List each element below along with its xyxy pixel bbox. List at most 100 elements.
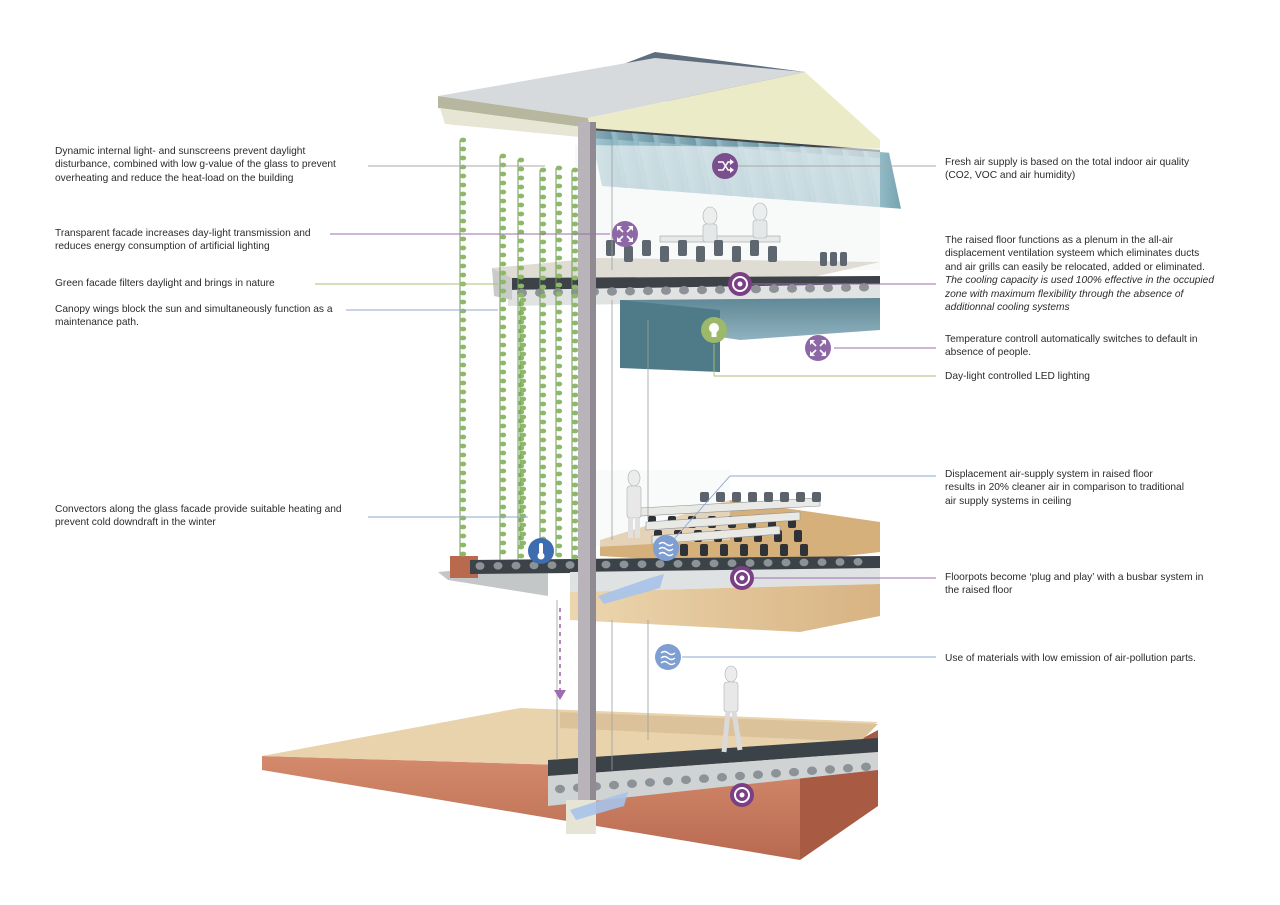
vine-leaf — [459, 542, 467, 548]
vine-leaf — [517, 490, 525, 496]
plenum-hole — [697, 285, 707, 295]
vine-leaf — [459, 479, 467, 485]
person-walking-ground — [721, 665, 743, 753]
vine-leaf — [459, 236, 467, 242]
ground-plenum-slab — [548, 752, 878, 806]
plenum-hole — [493, 561, 503, 570]
vine-leaf — [539, 482, 547, 488]
vine-leaf — [539, 239, 547, 245]
vine-leaf — [571, 365, 579, 371]
plenum-hole — [663, 776, 673, 786]
vine-leaf — [555, 390, 563, 396]
annotation-line: Transparent facade increases day-light t… — [55, 228, 311, 239]
annotation-materials: Use of materials with low emission of ai… — [945, 652, 1245, 665]
vine-leaf — [555, 417, 563, 423]
vine-leaf — [459, 398, 467, 404]
vine-leaf — [517, 535, 525, 541]
plenum-hole — [691, 559, 701, 568]
plenum-hole — [679, 286, 689, 295]
middle-wood-underside — [570, 584, 880, 632]
vine-leaf — [499, 450, 507, 456]
vine-leaf — [499, 396, 507, 402]
canopy-roof — [438, 52, 880, 158]
chair — [642, 240, 651, 256]
annotation-raised-floor: The raised floor functions as a plenum i… — [945, 234, 1245, 314]
annotation-canopy-wings: Canopy wings block the sun and simultane… — [55, 303, 355, 330]
vine-leaf — [571, 437, 579, 443]
vine-leaf — [539, 374, 547, 380]
vine-leaf — [539, 392, 547, 398]
vine-leaf — [539, 455, 547, 461]
vine-leaf — [459, 470, 467, 476]
vine-leaf — [499, 369, 507, 375]
plenum-hole — [709, 559, 719, 568]
vine-leaf — [555, 543, 563, 549]
vine-leaf — [517, 175, 525, 181]
vine-leaf — [459, 299, 467, 305]
vine-leaf — [571, 302, 579, 308]
vine-leaf — [517, 301, 525, 307]
vine-leaf — [519, 369, 527, 375]
chair — [700, 544, 708, 556]
vine-leaf — [459, 497, 467, 503]
desk-row — [645, 511, 801, 531]
vine-leaf — [555, 525, 563, 531]
vine-leaf — [555, 219, 563, 225]
vine-leaf — [517, 328, 525, 334]
vine-leaf — [555, 201, 563, 207]
annotation-sunscreens: Dynamic internal light- and sunscreens p… — [55, 145, 365, 185]
vine-leaf — [499, 387, 507, 393]
plenum-hole — [699, 774, 709, 783]
vine-leaf — [571, 473, 579, 479]
vine-leaf — [459, 380, 467, 386]
vine-leaf — [499, 306, 507, 312]
vine-leaf — [539, 518, 547, 524]
vine-leaf — [499, 279, 507, 285]
vine-leaf — [555, 228, 563, 234]
annotation-line: displacement ventilation systeem which e… — [945, 248, 1200, 260]
plenum-hole — [807, 766, 817, 776]
chair — [812, 492, 821, 502]
annotation-line: prevent cold downdraft in the winter — [55, 517, 216, 529]
plenum-hole — [853, 557, 863, 566]
annotation-transparent-facade: Transparent facade increases day-light t… — [55, 227, 335, 254]
vine-leaf — [571, 311, 579, 317]
vine-leaf — [555, 318, 563, 324]
vine-leaf — [499, 360, 507, 366]
annotation-line: absence of people. — [945, 347, 1032, 359]
plenum-hole — [529, 561, 539, 570]
chair — [794, 530, 802, 542]
vine-leaf — [555, 255, 563, 261]
vine-leaf — [539, 410, 547, 416]
vine-leaf — [555, 264, 563, 270]
target-icon — [728, 272, 752, 296]
vine-leaf — [519, 387, 527, 393]
vine-leaf — [459, 254, 467, 260]
vine-leaf — [517, 517, 525, 523]
lightbulb-icon — [701, 317, 727, 343]
annotation-line: air supply systems in ceiling — [945, 495, 1072, 507]
annotation-fresh-air: Fresh air supply is based on the total i… — [945, 156, 1235, 183]
vine-leaf — [517, 499, 525, 505]
plenum-hole — [607, 287, 617, 296]
vine-leaf — [499, 504, 507, 510]
annotation-line: Displacement air-supply system in raised… — [945, 469, 1153, 480]
vine-leaf — [571, 338, 579, 344]
vine-leaf — [519, 477, 527, 483]
chair — [840, 252, 847, 266]
vine-leaf — [519, 486, 527, 492]
annotation-line: disturbance, combined with low g-value o… — [55, 159, 336, 171]
vine-leaf — [499, 423, 507, 429]
vine-leaf — [539, 194, 547, 200]
vine-leaf — [571, 464, 579, 470]
vine-leaf — [571, 401, 579, 407]
plenum-hole — [835, 558, 845, 566]
vine-leaf — [555, 336, 563, 342]
vine-leaf — [499, 486, 507, 492]
vine-leaf — [555, 408, 563, 414]
vine-leaf — [459, 218, 467, 224]
ground-plenum-dark — [548, 738, 878, 776]
air-flow-arrows — [554, 574, 664, 820]
vine-leaf — [555, 246, 563, 252]
vine-leaf — [571, 554, 579, 560]
